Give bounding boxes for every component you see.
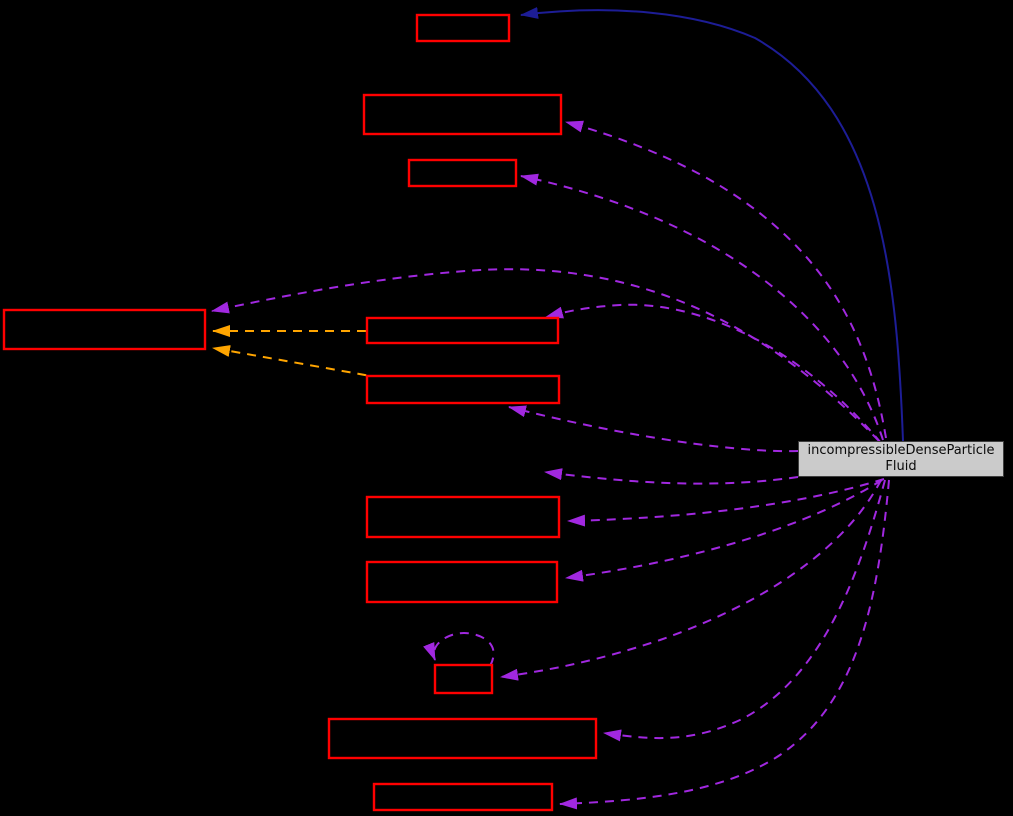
self-loop-edge-small-node: [423, 631, 495, 667]
central-node-label-line1: incompressibleDenseParticle: [807, 443, 995, 458]
template-edge-mid-2: [212, 345, 383, 379]
usage-edge-mid-1: [545, 303, 882, 444]
usage-edge-upper-1: [565, 120, 887, 439]
inheritance-edge-top-node: [520, 7, 904, 442]
class-node-mid-4[interactable]: [365, 560, 559, 604]
class-node-upper-2[interactable]: [407, 158, 518, 188]
class-node-top[interactable]: [415, 13, 511, 43]
incompressible-dense-particle-fluid-node[interactable]: incompressibleDenseParticle Fluid: [798, 441, 1004, 477]
edges-layer: [211, 7, 904, 810]
nodes-layer: [2, 13, 598, 812]
class-node-small-loop[interactable]: [433, 663, 494, 695]
class-node-wide[interactable]: [327, 717, 598, 760]
usage-edge-left-node: [211, 268, 880, 442]
class-node-bottom[interactable]: [372, 782, 554, 812]
class-node-left[interactable]: [2, 308, 207, 351]
class-node-mid-3[interactable]: [365, 495, 561, 539]
usage-edge-mid-3: [567, 478, 885, 527]
usage-edge-wide-node: [603, 479, 886, 742]
usage-edge-upper-2: [520, 173, 884, 441]
usage-edge-mid-2: [508, 405, 799, 453]
class-node-upper-1[interactable]: [362, 93, 563, 136]
class-node-mid-1[interactable]: [365, 316, 560, 345]
class-node-mid-2[interactable]: [365, 374, 561, 405]
usage-edge-hidden-node: [544, 468, 799, 485]
usage-edge-small-node: [500, 479, 882, 681]
usage-edge-bottom-node: [559, 479, 890, 810]
usage-edge-mid-4: [565, 479, 883, 582]
central-node-label-line2: Fluid: [885, 459, 917, 474]
